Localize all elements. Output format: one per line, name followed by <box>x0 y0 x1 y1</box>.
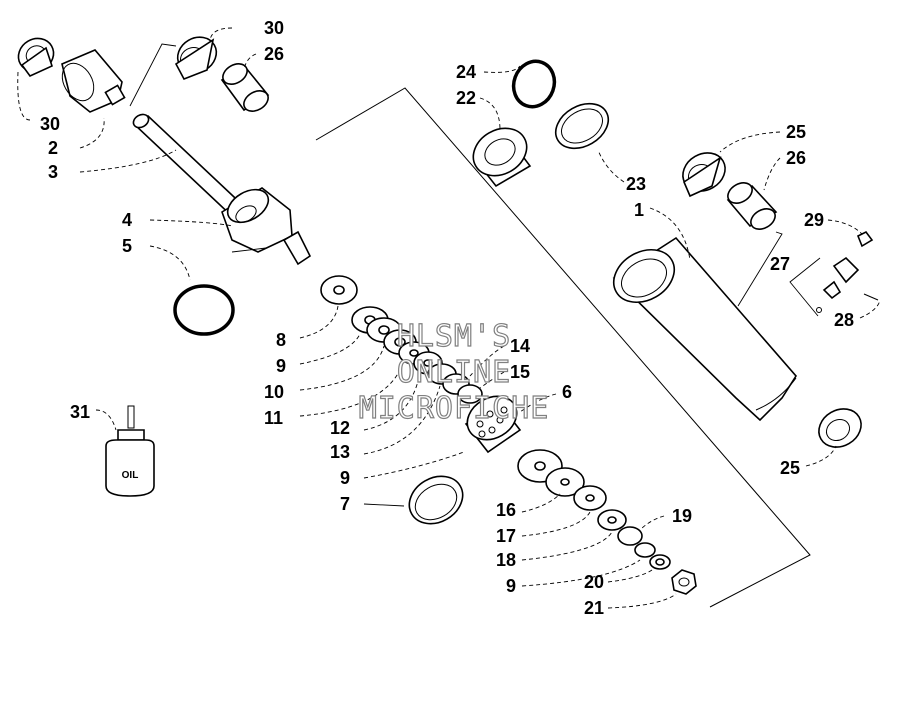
callout-24: 24 <box>456 62 476 82</box>
callout-7: 7 <box>340 494 350 514</box>
sleeve-26-right <box>726 182 778 230</box>
callout-30: 30 <box>264 18 284 38</box>
assembly-outline <box>315 87 811 608</box>
callout-18: 18 <box>496 550 516 570</box>
callout-29: 29 <box>804 210 824 230</box>
callout-26: 26 <box>786 148 806 168</box>
callout-16: 16 <box>496 500 516 520</box>
callout-13: 13 <box>330 442 350 462</box>
callout-9: 9 <box>340 468 350 488</box>
floating-piston-part-22 <box>472 127 532 188</box>
callout-30: 30 <box>40 114 60 134</box>
bushing-25-upper <box>682 152 726 198</box>
callout-2: 2 <box>48 138 58 158</box>
callout-12: 12 <box>330 418 350 438</box>
oil-bottle-part-31 <box>105 405 155 497</box>
callout-27: 27 <box>770 254 790 274</box>
nut-part-21 <box>671 569 697 595</box>
upper-eye-part-2 <box>61 49 126 113</box>
watermark: HLSM'S ONLINE MICROFICHE <box>358 318 550 426</box>
callout-20: 20 <box>584 572 604 592</box>
leader-1-body <box>737 231 783 307</box>
callout-19: 19 <box>672 506 692 526</box>
piston-band-part-7 <box>408 475 464 525</box>
callout-10: 10 <box>264 382 284 402</box>
callout-8: 8 <box>276 330 286 350</box>
o-ring-part-24 <box>511 59 557 109</box>
callout-1: 1 <box>634 200 644 220</box>
callout-3: 3 <box>48 162 58 182</box>
callout-17: 17 <box>496 526 516 546</box>
callout-23: 23 <box>626 174 646 194</box>
callout-4: 4 <box>122 210 132 230</box>
callout-25: 25 <box>786 122 806 142</box>
bushing-25-lower <box>818 408 862 448</box>
callout-31: 31 <box>70 402 90 422</box>
callout-28: 28 <box>834 310 854 330</box>
callout-14: 14 <box>510 336 530 356</box>
o-ring-part-5 <box>173 284 235 336</box>
shock-body-part-1 <box>612 236 797 422</box>
piston-part-6 <box>464 395 522 454</box>
valve-assembly-27 <box>789 230 879 317</box>
bushing-30-left <box>17 37 55 77</box>
shim-stack-upper <box>351 306 483 404</box>
sleeve-26-left <box>220 63 270 112</box>
seal-head-part-4 <box>221 187 312 266</box>
watermark-line-1: HLSM'S <box>397 319 511 354</box>
leader-2-3-mount <box>129 43 177 107</box>
bushing-30-right <box>174 36 218 81</box>
callout-26: 26 <box>264 44 284 64</box>
callout-5: 5 <box>122 236 132 256</box>
callout-labels: 30 26 30 2 3 4 5 8 9 10 11 12 13 9 7 14 … <box>40 18 854 618</box>
shim-stack-lower <box>517 449 671 570</box>
callout-9: 9 <box>506 576 516 596</box>
ring-part-23 <box>554 102 610 150</box>
leader-lines <box>17 27 881 609</box>
callout-25: 25 <box>780 458 800 478</box>
callout-15: 15 <box>510 362 530 382</box>
oil-bottle-label: OIL <box>122 470 139 481</box>
callout-22: 22 <box>456 88 476 108</box>
watermark-line-2: ONLINE <box>397 355 511 390</box>
callout-21: 21 <box>584 598 604 618</box>
watermark-line-3: MICROFICHE <box>359 391 550 426</box>
callout-9: 9 <box>276 356 286 376</box>
washer-8 <box>320 275 358 305</box>
callout-11: 11 <box>264 408 283 428</box>
callout-6: 6 <box>562 382 572 402</box>
